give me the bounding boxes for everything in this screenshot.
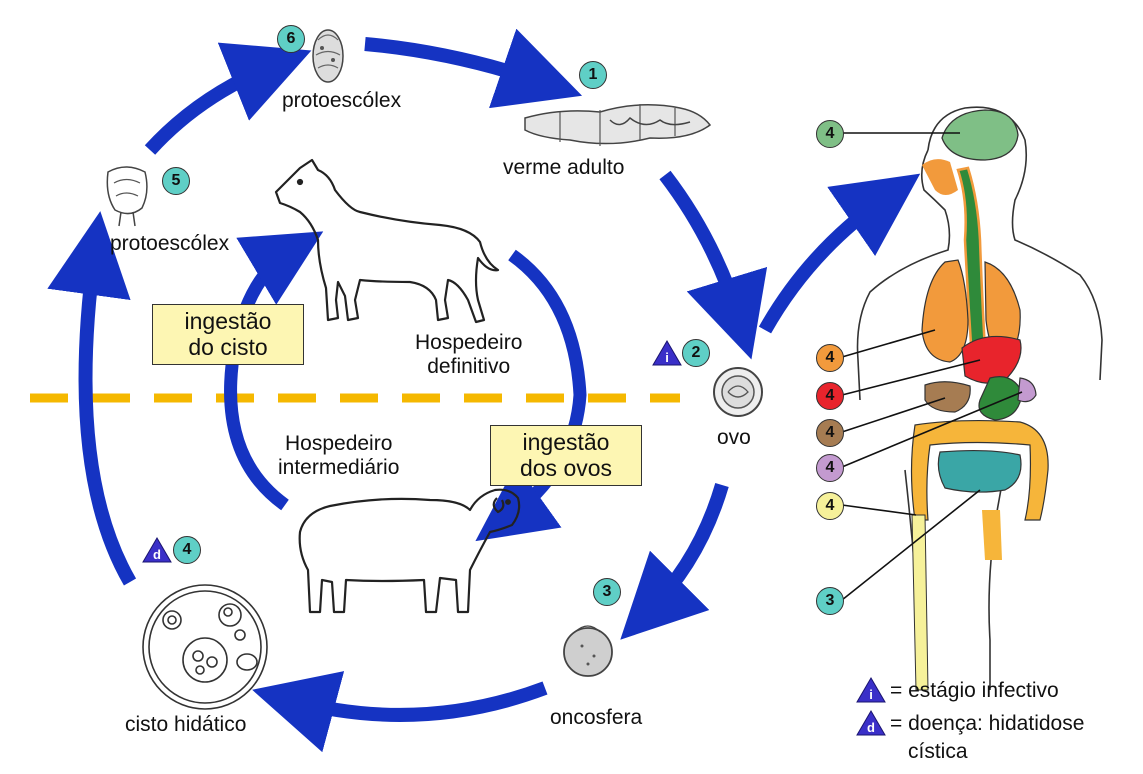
brain-organ: [942, 110, 1018, 160]
stage-4-label: cisto hidático: [125, 713, 246, 737]
adult-worm-drawing: [525, 104, 710, 146]
spleen-badge: 4: [816, 454, 844, 482]
arrow-5-to-6: [150, 65, 275, 150]
stage-5-label: protoescólex: [110, 232, 229, 256]
arrow-2-to-3: [648, 485, 722, 612]
legend-disease-icon-letter: d: [867, 720, 875, 735]
body-outline: [858, 107, 1103, 690]
stage-4-badge: 4: [173, 536, 201, 564]
definitive-host-label: Hospedeiro definitivo: [415, 331, 522, 379]
egg-drawing: [714, 368, 762, 416]
legend-infective-text: = estágio infectivo: [890, 679, 1059, 703]
bones-badge: 4: [816, 492, 844, 520]
protoscolex-top-drawing: [313, 30, 343, 82]
lungs-badge: 4: [816, 344, 844, 372]
hydatid-cyst-drawing: [143, 585, 267, 709]
egg-ingestion-box: ingestão dos ovos: [490, 425, 642, 486]
legend-infective-icon: i: [856, 677, 886, 703]
disease-stage-icon: d: [142, 537, 172, 563]
disease-stage-icon-letter: d: [153, 547, 161, 562]
spleen-organ: [1018, 378, 1036, 402]
legend-disease-text: = doença: hidatidose: [890, 712, 1084, 736]
oncosphere-drawing: [564, 626, 612, 676]
stage-2-badge: 2: [682, 339, 710, 367]
intermediate-host-label: Hospedeiro intermediário: [278, 432, 399, 480]
egg-ingestion-line1: ingestão: [491, 429, 641, 455]
kidney-organ: [925, 382, 970, 412]
arrow-1-to-2: [665, 175, 740, 322]
legend-disease-icon: d: [856, 710, 886, 736]
cyst-ingestion-box: ingestão do cisto: [152, 304, 304, 365]
human-body-drawing: [858, 107, 1103, 690]
arrow-4-to-5: [86, 250, 130, 582]
stage-6-label: protoescólex: [282, 89, 401, 113]
infective-stage-icon-letter: i: [665, 350, 669, 365]
head-tissue: [922, 159, 958, 195]
egg-ingestion-line2: dos ovos: [491, 455, 641, 481]
sheep-drawing: [300, 490, 519, 612]
arrow-3-to-4: [290, 688, 545, 715]
legend-infective-icon-letter: i: [869, 687, 873, 702]
leg-tissue: [982, 510, 1002, 560]
arrow-2-to-human: [765, 196, 888, 330]
stage-1-label: verme adulto: [503, 156, 624, 180]
stage-5-badge: 5: [162, 167, 190, 195]
definitive-host-line2: definitivo: [415, 355, 522, 379]
definitive-host-line1: Hospedeiro: [415, 331, 522, 355]
liver-organ: [962, 336, 1021, 383]
stage-2-label: ovo: [717, 426, 751, 450]
bones-organ: [912, 515, 928, 690]
intestine-badge: 3: [816, 587, 844, 615]
intermediate-host-line2: intermediário: [278, 456, 399, 480]
legend-disease-text-line2: cística: [908, 740, 968, 764]
arrow-6-to-1: [365, 44, 545, 83]
intermediate-host-line1: Hospedeiro: [278, 432, 399, 456]
protoscolex-left-drawing: [107, 167, 147, 226]
infective-stage-icon: i: [652, 340, 682, 366]
liver-badge: 4: [816, 382, 844, 410]
intestine-organ: [938, 451, 1021, 493]
cyst-ingestion-line1: ingestão: [153, 308, 303, 334]
stage-6-badge: 6: [277, 25, 305, 53]
stage-3-label: oncosfera: [550, 706, 642, 730]
stage-1-badge: 1: [579, 61, 607, 89]
stage-3-badge: 3: [593, 578, 621, 606]
cyst-ingestion-line2: do cisto: [153, 334, 303, 360]
dog-drawing: [276, 160, 498, 322]
brain-badge: 4: [816, 120, 844, 148]
kidney-badge: 4: [816, 419, 844, 447]
